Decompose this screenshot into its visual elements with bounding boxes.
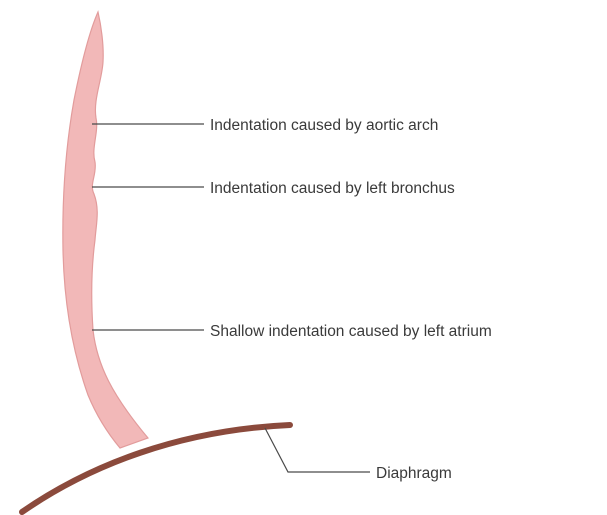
left-atrium-label: Shallow indentation caused by left atriu… (210, 323, 492, 340)
diaphragm-shape (22, 425, 290, 512)
aortic-arch-label: Indentation caused by aortic arch (210, 117, 438, 134)
esophagus-shape (63, 12, 148, 448)
diaphragm-leader (265, 428, 370, 472)
diaphragm-label: Diaphragm (376, 465, 452, 482)
left-bronchus-label: Indentation caused by left bronchus (210, 180, 455, 197)
